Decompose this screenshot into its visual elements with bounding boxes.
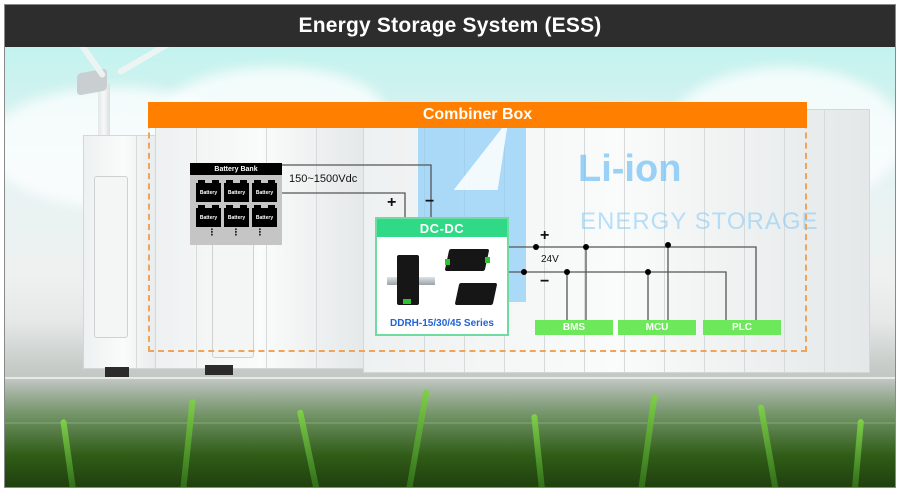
combiner-box-outline bbox=[148, 102, 807, 352]
input-voltage-label: 150~1500Vdc bbox=[289, 173, 358, 185]
battery-bank-title: Battery Bank bbox=[190, 163, 282, 175]
output-voltage-label: 24V bbox=[541, 254, 559, 265]
grass-foreground bbox=[5, 379, 895, 487]
battery-icon: Battery bbox=[252, 205, 277, 227]
load-mcu: MCU bbox=[618, 320, 696, 335]
input-plus-sign: + bbox=[387, 194, 397, 211]
dcdc-header: DC-DC bbox=[377, 219, 507, 237]
dcdc-converter-card: DC-DC DDRH-15/30/45 Series bbox=[375, 217, 509, 336]
li-ion-brand-text: Li-ion bbox=[578, 148, 682, 190]
battery-continuation: ⋮ ⋮ ⋮ bbox=[207, 228, 265, 238]
battery-icon: Battery bbox=[224, 180, 249, 202]
battery-icon: Battery bbox=[196, 205, 221, 227]
storage-container-left bbox=[83, 135, 165, 369]
input-minus-sign: − bbox=[425, 193, 435, 210]
battery-icon: Battery bbox=[196, 180, 221, 202]
output-plus-sign: + bbox=[540, 227, 550, 244]
battery-bank: Battery Bank Battery Battery Battery Bat… bbox=[190, 163, 282, 245]
battery-icon: Battery bbox=[224, 205, 249, 227]
load-bms: BMS bbox=[535, 320, 613, 335]
load-plc: PLC bbox=[703, 320, 781, 335]
combiner-box-header: Combiner Box bbox=[148, 102, 807, 128]
page-title: Energy Storage System (ESS) bbox=[5, 5, 895, 47]
output-minus-sign: − bbox=[540, 273, 550, 290]
dcdc-series-label: DDRH-15/30/45 Series bbox=[390, 318, 494, 329]
energy-storage-brand-text: ENERGY STORAGE bbox=[580, 208, 819, 235]
battery-icon: Battery bbox=[252, 180, 277, 202]
